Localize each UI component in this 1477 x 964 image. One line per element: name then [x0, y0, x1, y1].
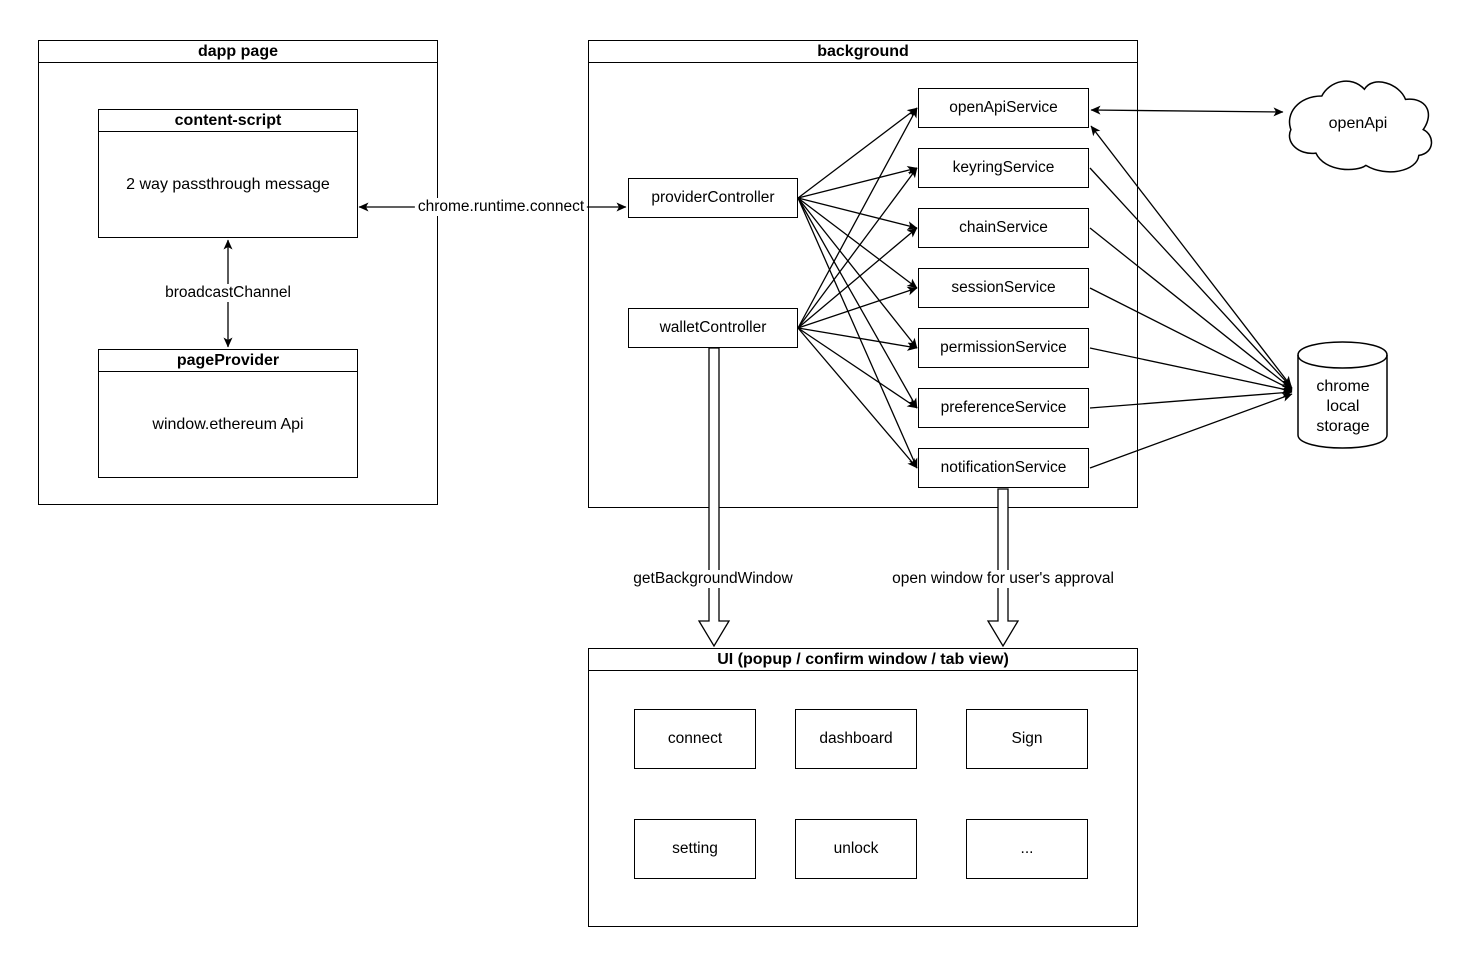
- service-notification: notificationService: [918, 448, 1089, 488]
- get-background-window-label: getBackgroundWindow: [630, 570, 796, 588]
- ui-view-dashboard: dashboard: [795, 709, 917, 769]
- edge-wallet-preference: [797, 327, 918, 409]
- edge-provider-keyring: [797, 165, 918, 199]
- broadcast-channel-label: broadcastChannel: [162, 284, 294, 302]
- edge-openapi-cloud: [1090, 105, 1284, 117]
- ui-container: UI (popup / confirm window / tab view): [588, 648, 1138, 927]
- edge-wallet-permission: [797, 327, 918, 351]
- edge-wallet-session: [797, 286, 918, 329]
- service-permission: permissionService: [918, 328, 1089, 368]
- chrome-storage-label: chrome local storage: [1316, 378, 1370, 435]
- ui-view-sign: Sign: [966, 709, 1088, 769]
- service-openapi: openApiService: [918, 88, 1089, 128]
- edge-permission-storage: [1089, 347, 1293, 394]
- ui-view-setting: setting: [634, 819, 756, 879]
- service-keyring: keyringService: [918, 148, 1089, 188]
- edge-chain-storage: [1089, 227, 1293, 390]
- runtime-connect-label: chrome.runtime.connect: [414, 198, 588, 216]
- ui-view-more: ...: [966, 819, 1088, 879]
- edge-openapi-storage: [1090, 125, 1292, 387]
- edge-wallet-keyring: [797, 167, 918, 329]
- edge-provider-notification: [797, 197, 918, 469]
- content-script-node: content-script 2 way passthrough message: [98, 109, 358, 238]
- content-script-title: content-script: [99, 110, 357, 132]
- edge-preference-storage: [1089, 388, 1293, 409]
- edge-provider-preference: [797, 197, 918, 409]
- edge-notification-storage: [1089, 393, 1293, 469]
- block-arrow-open-window: [986, 488, 1020, 648]
- dapp-page-title: dapp page: [39, 41, 437, 63]
- service-session: sessionService: [918, 268, 1089, 308]
- ui-view-unlock: unlock: [795, 819, 917, 879]
- page-provider-body: window.ethereum Api: [152, 415, 304, 433]
- open-api-cloud-shape: [1288, 80, 1433, 173]
- edge-wallet-chain: [797, 227, 918, 329]
- ui-title: UI (popup / confirm window / tab view): [589, 649, 1137, 671]
- wallet-controller-node: walletController: [628, 308, 798, 348]
- ui-view-connect: connect: [634, 709, 756, 769]
- service-preference: preferenceService: [918, 388, 1089, 428]
- open-window-approval-label: open window for user's approval: [889, 570, 1117, 588]
- edge-provider-openapi: [797, 107, 918, 199]
- service-chain: chainService: [918, 208, 1089, 248]
- edge-session-storage: [1089, 287, 1293, 391]
- content-script-body: 2 way passthrough message: [126, 175, 330, 193]
- edge-provider-chain: [797, 197, 918, 231]
- edge-keyring-storage: [1089, 167, 1293, 389]
- edge-provider-permission: [797, 197, 918, 349]
- edge-wallet-openapi: [797, 107, 918, 329]
- page-provider-node: pageProvider window.ethereum Api: [98, 349, 358, 478]
- chrome-storage-cylinder-shape: [1297, 341, 1388, 449]
- provider-controller-node: providerController: [628, 178, 798, 218]
- edge-provider-session: [797, 197, 918, 289]
- background-title: background: [589, 41, 1137, 63]
- block-arrow-get-background-window: [697, 347, 731, 648]
- open-api-cloud-label: openApi: [1328, 115, 1388, 132]
- edge-wallet-notification: [797, 327, 918, 469]
- page-provider-title: pageProvider: [99, 350, 357, 372]
